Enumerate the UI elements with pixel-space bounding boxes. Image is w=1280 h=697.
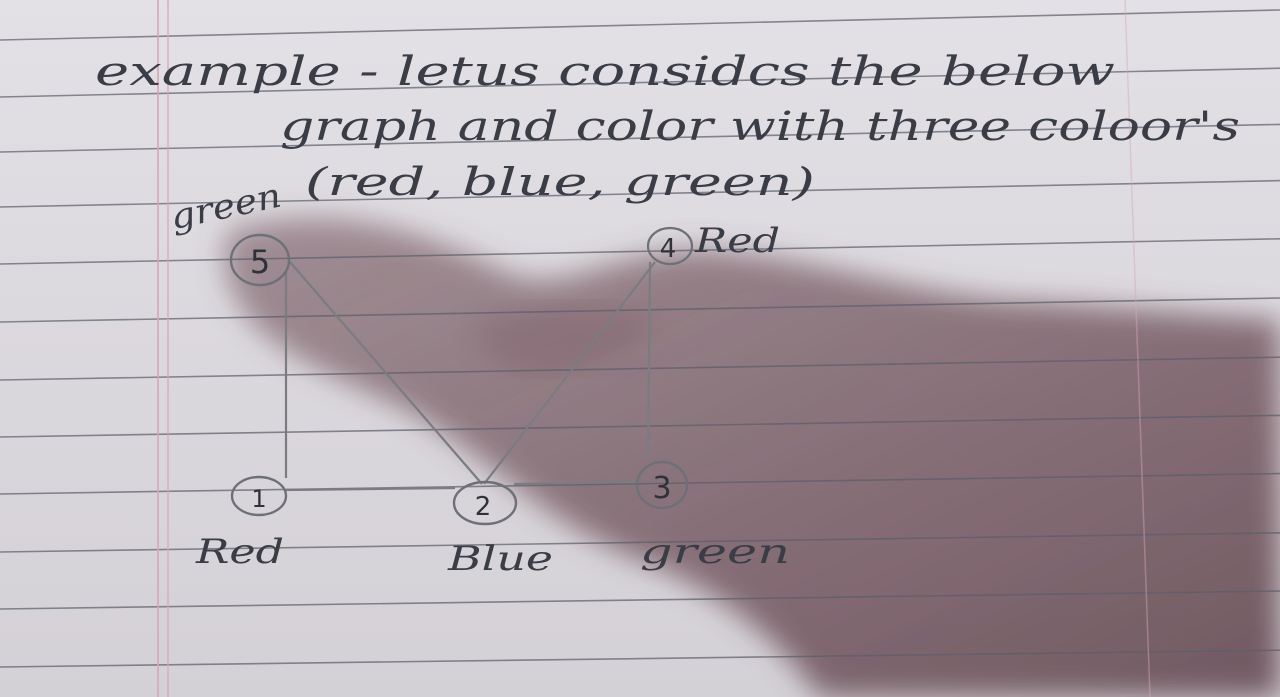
graph-node-3: 3 bbox=[635, 460, 689, 510]
ruled-line bbox=[0, 532, 1280, 553]
node-number-2: 2 bbox=[475, 492, 492, 522]
ruled-line bbox=[0, 472, 1280, 495]
ruled-lines bbox=[0, 9, 1280, 668]
ruled-line bbox=[0, 297, 1280, 323]
ruled-line bbox=[0, 9, 1280, 41]
graph-nodes: 5 4 1 2 3 bbox=[229, 226, 694, 526]
note-line-1: example - letus considcs the below bbox=[95, 49, 1115, 95]
color-label-node-3: green bbox=[640, 532, 790, 572]
ruled-line bbox=[0, 238, 1280, 265]
ruled-line bbox=[0, 67, 1280, 98]
edge-4-3 bbox=[646, 261, 652, 461]
ruled-line bbox=[0, 356, 1280, 381]
edge-1-2 bbox=[285, 486, 456, 492]
ruled-line bbox=[0, 414, 1280, 438]
graph-node-5: 5 bbox=[229, 233, 291, 287]
color-label-node-2: Blue bbox=[447, 539, 553, 579]
hand-shadow bbox=[224, 217, 1280, 697]
color-label-node-1: Red bbox=[195, 532, 284, 572]
graph-node-1: 1 bbox=[230, 475, 288, 517]
note-line-3: (red, blue, green) bbox=[305, 160, 815, 204]
note-text: example - letus considcs the below graph… bbox=[95, 49, 1240, 204]
margin-lines bbox=[157, 0, 1151, 697]
color-label-node-4: Red bbox=[694, 221, 780, 261]
node-number-3: 3 bbox=[652, 471, 671, 506]
node-number-4: 4 bbox=[660, 234, 677, 264]
ruled-line bbox=[0, 649, 1280, 668]
ruled-line bbox=[0, 590, 1280, 610]
note-line-2: graph and color with three coloor's bbox=[280, 104, 1240, 150]
edge-2-3 bbox=[513, 480, 639, 486]
ruled-line bbox=[0, 179, 1280, 208]
graph-node-4: 4 bbox=[646, 226, 694, 266]
edge-4-2 bbox=[483, 261, 656, 485]
node-number-5: 5 bbox=[250, 243, 270, 281]
edge-5-2 bbox=[289, 261, 483, 485]
ruled-line bbox=[0, 123, 1280, 153]
node-number-1: 1 bbox=[251, 485, 266, 513]
graph-node-2: 2 bbox=[452, 480, 518, 526]
graph-edges bbox=[284, 261, 656, 492]
